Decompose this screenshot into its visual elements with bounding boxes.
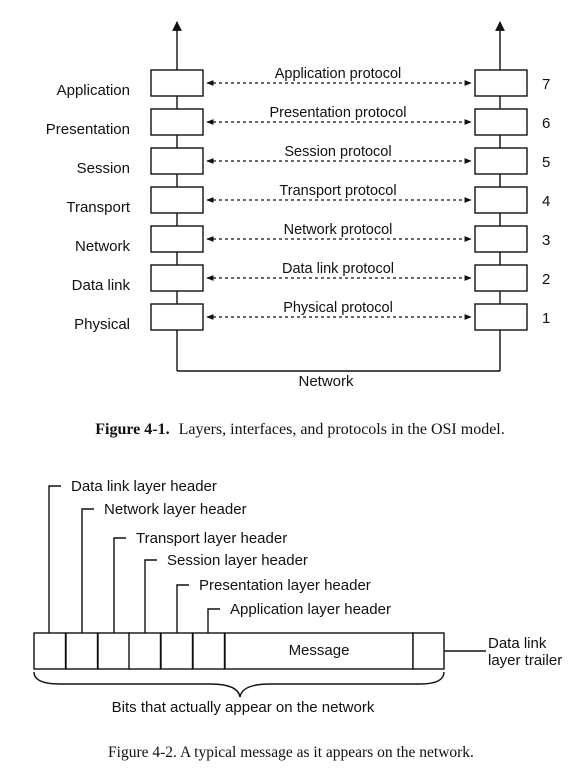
left-layer-box <box>150 225 204 253</box>
left-layer-box <box>150 69 204 97</box>
message-label: Message <box>289 642 350 659</box>
layer-number: 4 <box>542 193 550 210</box>
trailer-label-line2: layer trailer <box>488 652 562 669</box>
layer-name: Data link <box>72 277 131 294</box>
header-cell <box>192 632 226 670</box>
right-layer-box <box>474 225 528 253</box>
right-layer-box <box>474 303 528 331</box>
leader-line <box>207 608 220 633</box>
leader-line <box>144 559 157 633</box>
brace-label: Bits that actually appear on the network <box>112 699 375 716</box>
figure1-caption-text: Layers, interfaces, and protocols in the… <box>179 421 505 438</box>
layer-number: 2 <box>542 271 550 288</box>
header-cell <box>65 632 99 670</box>
layer-row: Physical Physical protocol 1 <box>74 300 550 333</box>
right-layer-box <box>474 264 528 292</box>
protocol-label: Session protocol <box>284 144 391 160</box>
header-cell <box>160 632 194 670</box>
left-layer-box <box>150 264 204 292</box>
figure1-caption-number: Figure 4-1. <box>95 421 169 438</box>
layer-name: Presentation <box>46 121 130 138</box>
header-label: Application layer header <box>230 601 391 618</box>
header-label: Data link layer header <box>71 478 217 495</box>
leader-line <box>48 485 61 633</box>
figure1-caption: Figure 4-1. Layers, interfaces, and prot… <box>95 421 504 438</box>
layer-number: 3 <box>542 232 550 249</box>
header-leader: Data link layer header <box>48 478 217 633</box>
protocol-label: Network protocol <box>284 222 393 238</box>
layer-name: Session <box>77 160 130 177</box>
layer-number: 1 <box>542 310 550 327</box>
right-layer-box <box>474 186 528 214</box>
left-layer-box <box>150 303 204 331</box>
protocol-label: Application protocol <box>275 66 402 82</box>
network-bits-brace <box>33 671 445 698</box>
header-label: Presentation layer header <box>199 577 371 594</box>
header-cell <box>128 632 162 670</box>
protocol-label: Physical protocol <box>283 300 393 316</box>
right-layer-box <box>474 147 528 175</box>
header-leader: Presentation layer header <box>176 577 371 633</box>
leader-line <box>81 508 94 633</box>
header-leader: Transport layer header <box>113 530 287 633</box>
layer-row: Network Network protocol 3 <box>75 222 550 255</box>
layer-row: Presentation Presentation protocol 6 <box>46 105 551 138</box>
layer-row: Session Session protocol 5 <box>77 144 551 177</box>
layer-number: 7 <box>542 76 550 93</box>
header-label: Transport layer header <box>136 530 287 547</box>
right-layer-box <box>474 69 528 97</box>
header-leader: Session layer header <box>144 552 308 633</box>
left-layer-box <box>150 186 204 214</box>
network-label: Network <box>298 373 354 390</box>
figure2-caption: Figure 4-2. A typical message as it appe… <box>108 744 474 761</box>
trailer-label-line1: Data link <box>488 635 547 652</box>
left-layer-box <box>150 108 204 136</box>
layer-name: Transport <box>66 199 130 216</box>
header-label: Network layer header <box>104 501 247 518</box>
right-layer-box <box>474 108 528 136</box>
header-label: Session layer header <box>167 552 308 569</box>
layer-name: Physical <box>74 316 130 333</box>
leader-line <box>113 537 126 633</box>
trailer-cell <box>412 632 445 670</box>
layer-row: Application Application protocol 7 <box>57 66 551 99</box>
header-cell <box>97 632 131 670</box>
layer-number: 6 <box>542 115 550 132</box>
protocol-label: Data link protocol <box>282 261 394 277</box>
header-leader: Application layer header <box>207 601 391 633</box>
header-leader: Network layer header <box>81 501 247 633</box>
left-layer-box <box>150 147 204 175</box>
layer-row: Data link Data link protocol 2 <box>72 261 551 294</box>
layer-name: Network <box>75 238 131 255</box>
layer-name: Application <box>57 82 130 99</box>
leader-line <box>176 584 189 633</box>
protocol-label: Presentation protocol <box>269 105 406 121</box>
protocol-label: Transport protocol <box>279 183 396 199</box>
osi-layer-diagram: Application Application protocol 7Presenta… <box>46 21 551 438</box>
layer-row: Transport Transport protocol 4 <box>66 183 550 216</box>
layer-number: 5 <box>542 154 550 171</box>
header-cell <box>33 632 67 670</box>
